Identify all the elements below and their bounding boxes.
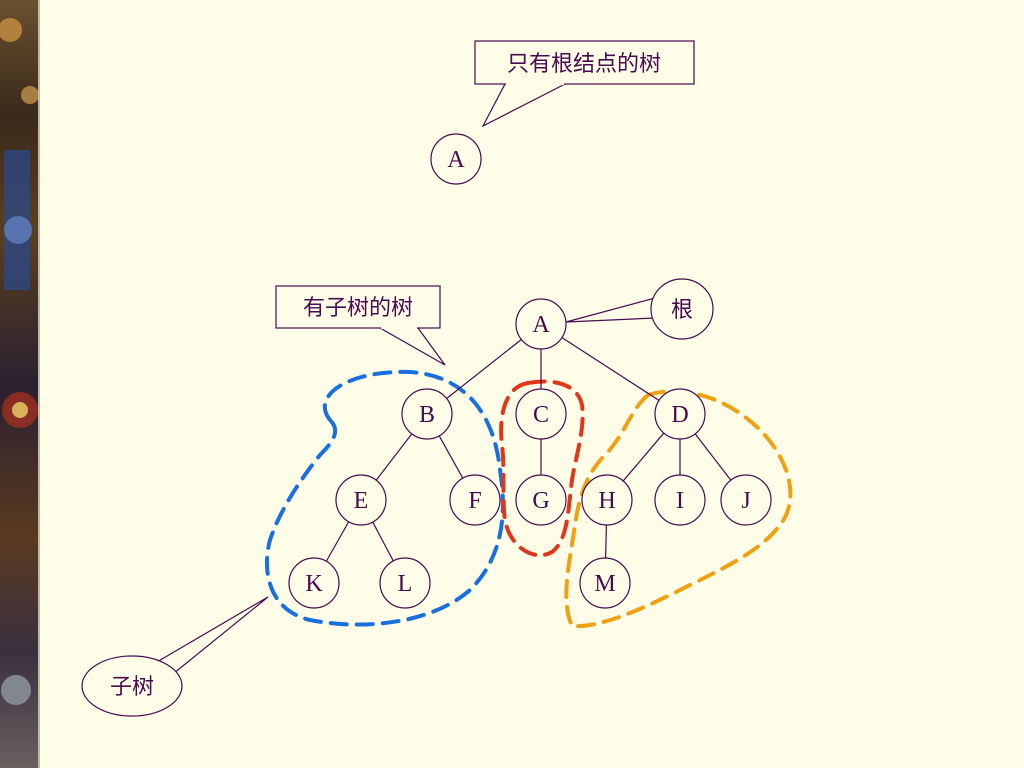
tree-node-e: E [335, 474, 387, 526]
single-node-tree: A [430, 133, 482, 185]
tree-node-circle [515, 474, 567, 526]
callout-subtree-bubble [81, 655, 183, 717]
tree-node-circle [335, 474, 387, 526]
subtree-region-d [564, 389, 793, 629]
subtree-region-b [265, 369, 505, 627]
tree-node-f: F [449, 474, 501, 526]
edge-a-d [561, 337, 660, 401]
tree-node-h: H [581, 474, 633, 526]
single-node-label: A [447, 147, 465, 173]
tree-node-label: J [741, 488, 750, 514]
callout-root: 根 [565, 278, 714, 340]
edge-b-e [375, 433, 413, 481]
decorative-side-strip [0, 0, 40, 768]
tree-node-circle [401, 388, 453, 440]
edge-a-b [446, 339, 522, 399]
tree-node-label: E [354, 488, 369, 514]
edge-d-h [622, 432, 665, 482]
tree-node-circle [515, 298, 567, 350]
tree-node-circle [720, 474, 772, 526]
tree-node-circle [288, 557, 340, 609]
tree-node-label: L [398, 571, 413, 597]
callout-tree-with-subtrees-pointer [377, 327, 446, 366]
tree-node-b: B [401, 388, 453, 440]
tree-node-label: A [532, 312, 550, 338]
tree-node-label: H [598, 488, 615, 514]
tree-node-l: L [379, 557, 431, 609]
edge-h-m [605, 524, 607, 559]
subtree-region-c [499, 379, 585, 558]
tree-node-label: G [532, 488, 549, 514]
tree-node-circle [579, 557, 631, 609]
tree-node-circle [654, 388, 706, 440]
callout-root-text: 根 [671, 298, 693, 323]
tree-node-j: J [720, 474, 772, 526]
callout-root-only-tree: 只有根结点的树 [474, 40, 695, 128]
tree-node-label: K [305, 571, 323, 597]
tree-node-label: M [594, 571, 615, 597]
tree-node-d: D [654, 388, 706, 440]
tree-node-m: M [579, 557, 631, 609]
tree-node-label: B [419, 402, 435, 428]
callout-root-only-tree-text: 只有根结点的树 [507, 52, 661, 77]
edge-e-l [372, 521, 394, 562]
tree-node-label: F [468, 488, 481, 514]
callout-tree-with-subtrees-text: 有子树的树 [303, 296, 413, 321]
callout-root-only-tree-pointer [481, 83, 566, 128]
tree-node-label: D [671, 402, 688, 428]
callout-root-only-tree-box [474, 40, 695, 85]
tree-node-circle [379, 557, 431, 609]
edge-b-f [438, 435, 464, 479]
edge-d-j [694, 433, 732, 481]
tree-node-circle [515, 388, 567, 440]
tree-node-circle [654, 474, 706, 526]
callout-tree-with-subtrees-box [275, 285, 441, 329]
tree-node-a: A [515, 298, 567, 350]
tree-node-label: I [676, 488, 684, 514]
single-node-circle [430, 133, 482, 185]
callout-subtree: 子树 [81, 596, 269, 717]
tree-node-circle [449, 474, 501, 526]
callout-tree-with-subtrees: 有子树的树 [275, 285, 446, 366]
tree-node-circle [581, 474, 633, 526]
tree-node-k: K [288, 557, 340, 609]
tree-node-label: C [533, 402, 549, 428]
edge-e-k [325, 521, 350, 562]
callout-root-bubble [650, 278, 714, 340]
tree-node-c: C [515, 388, 567, 440]
tree-node-i: I [654, 474, 706, 526]
callout-subtree-text: 子树 [110, 675, 154, 700]
callout-root-pointer [565, 297, 656, 323]
tree-node-g: G [515, 474, 567, 526]
